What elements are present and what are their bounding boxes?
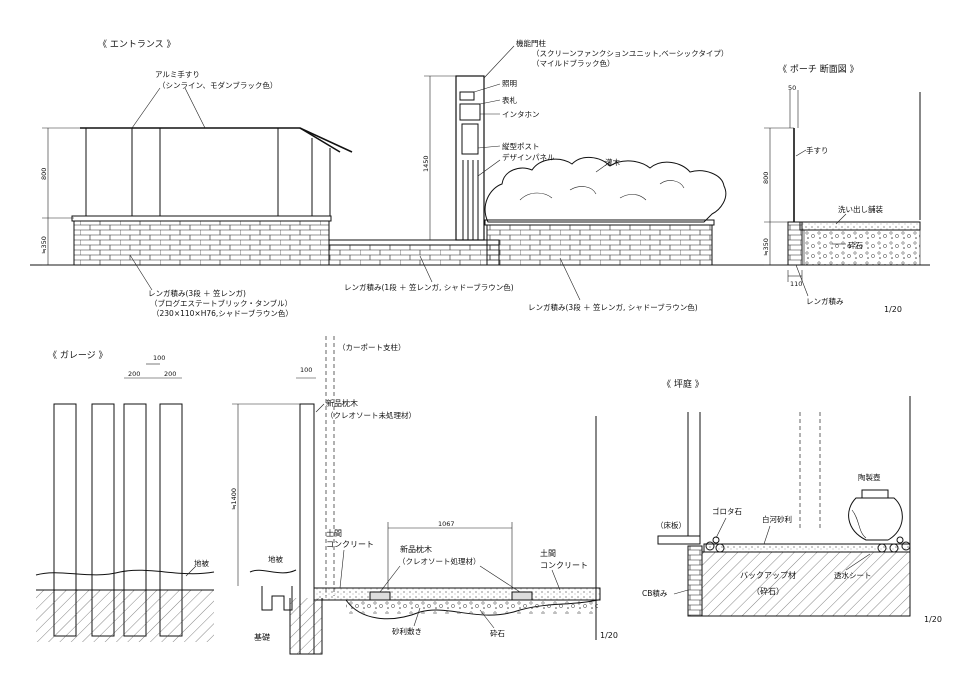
lighting-label: 照明 (502, 79, 517, 88)
ground-label-2: 地被 (268, 554, 283, 564)
garden-scale: 1/20 (924, 615, 942, 624)
stone-label: ゴロタ石 (712, 506, 742, 516)
porch-title: 《 ポーチ 断面図 》 (778, 63, 859, 75)
entrance-title: 《 エントランス 》 (98, 39, 176, 50)
concrete-label-2b: コンクリート (540, 561, 588, 570)
aluminium-handrail (80, 127, 353, 216)
porch-paving (799, 221, 921, 231)
porch-gravel (803, 229, 921, 266)
porch-scale: 1/20 (884, 305, 902, 314)
entrance-elevation: アルミ手すり （シンライン、モダンブラック色） 800 ≒350 1450 (30, 38, 760, 318)
brick-wall-middle (328, 243, 500, 266)
garage-title: 《 ガレージ 》 (48, 350, 108, 361)
garage-gravel-label: 砕石 (490, 628, 505, 638)
garden-title: 《 坪庭 》 (662, 378, 704, 390)
white-sand-label: 白河砂利 (762, 514, 792, 524)
concrete-label-1a: 土間 (326, 528, 342, 538)
brick-mid-label: レンガ積み(1段 ＋ 笠レンガ, シャドーブラウン色) (344, 282, 514, 292)
gate-post-dim-1450: 1450 (422, 155, 430, 172)
gate-post (455, 75, 485, 241)
backup-label-2: （砕石） (752, 586, 784, 596)
porch-section: 50 800 ≒350 110 手すり 洗い出し舗装 砕石 レンガ積み 1/20 (756, 84, 930, 314)
garage-dim-1400: ≒1400 (230, 488, 238, 510)
brick-right-label: レンガ積み(3段 ＋ 笠レンガ, シャドーブラウン色) (528, 302, 698, 312)
entrance-dim-800: 800 (40, 168, 48, 180)
porch-handrail-label: 手すり (806, 145, 829, 155)
garage-scale: 1/20 (600, 631, 618, 640)
sleeper-treated-label: 新品枕木 (400, 544, 432, 554)
garage-dim-100b: 100 (300, 366, 312, 374)
sleeper-untreated-label: 新品枕木 (326, 398, 358, 408)
porch-brick (787, 221, 803, 266)
handrail-label: アルミ手すり (155, 69, 200, 79)
pot-label: 陶製壺 (858, 472, 881, 482)
sheet-label: 透水シート (834, 570, 872, 580)
garage-dim-200b: 200 (164, 370, 176, 378)
gate-post-label: 機能門柱 (516, 38, 546, 48)
porch-dim-350: ≒350 (762, 238, 770, 256)
garage-dim-200a: 200 (128, 370, 140, 378)
porch-dim-110: 110 (790, 280, 802, 288)
panel-label: デザインパネル (502, 152, 555, 162)
floor-label: （床板） (656, 520, 686, 530)
porch-brick-label: レンガ積み (806, 296, 844, 306)
garden-section: （床板） CB積み 陶製壺 ゴロタ石 白河砂利 バックアップ材 （砕石） 透水シ… (642, 396, 942, 624)
sleeper-untreated-spec: （クレオソート未処理材） (326, 410, 416, 420)
sleeper-treated-spec: （クレオソート処理材） (398, 556, 481, 566)
brick-wall-right (486, 223, 713, 266)
brick-left-label3: （230×110×H76,シャドーブラウン色） (152, 308, 293, 318)
post-label: 縦型ポスト (502, 141, 540, 151)
porch-gravel-label: 砕石 (848, 240, 863, 250)
concrete-label-1b: コンクリート (326, 540, 374, 549)
porch-dim-800: 800 (762, 172, 770, 184)
ceramic-pot (848, 489, 903, 541)
garage-section: 地被 100 200 200 100 ≒1400 （カーポート支柱） 新品枕木 … (35, 336, 618, 655)
porch-dim-50: 50 (788, 84, 796, 92)
gate-post-spec2: （マイルドブラック色） (532, 58, 615, 68)
cb-label: CB積み (642, 588, 668, 598)
brick-wall-left (73, 219, 330, 266)
garage-dim-1067: 1067 (438, 520, 455, 528)
brick-left-label1: レンガ積み(3段 ＋ 笠レンガ) (148, 288, 246, 298)
garage-dim-100a: 100 (153, 354, 165, 362)
porch-paving-label: 洗い出し舗装 (838, 204, 883, 214)
entrance-dim-350: ≒350 (40, 236, 48, 254)
backup-label-1: バックアップ材 (740, 570, 796, 580)
shrub-label: 灌木 (605, 157, 620, 167)
handrail-spec: （シンライン、モダンブラック色） (158, 80, 277, 90)
concrete-label-2a: 土間 (540, 548, 556, 558)
intercom-label: インタホン (502, 110, 540, 119)
carport-label: （カーポート支柱） (338, 342, 406, 352)
garage-ground-label1: 地被 (194, 558, 209, 568)
sand-label: 砂利敷き (392, 626, 422, 636)
brick-left-label2: （ブログエステートブリック・タンブル） (150, 298, 292, 308)
cb-wall (687, 545, 703, 617)
garage-slab (313, 587, 601, 601)
foundation-label: 基礎 (254, 632, 270, 642)
nameplate-label: 表札 (502, 95, 517, 105)
shrub-outline (484, 157, 727, 223)
gate-post-spec1: （スクリーンファンクションユニット,ベーシックタイプ） (532, 49, 728, 58)
